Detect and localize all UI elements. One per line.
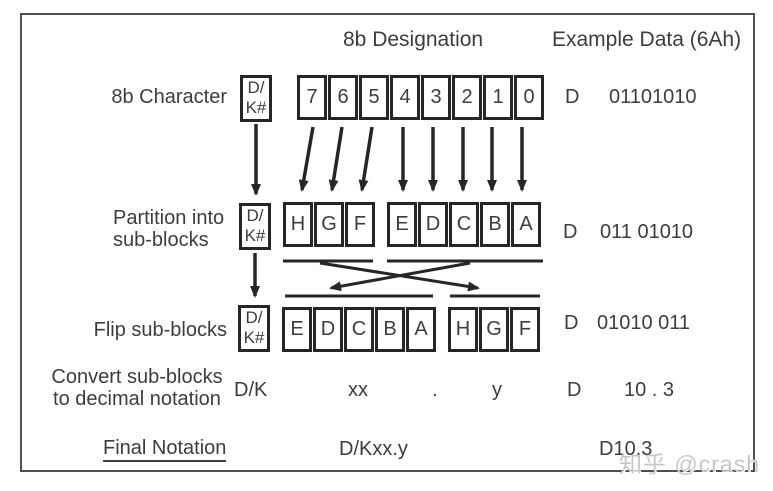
subblock-cell: C xyxy=(344,307,374,352)
row2-label-line2: sub-blocks xyxy=(113,229,209,251)
row1-example-prefix: D xyxy=(565,86,580,108)
bit-cell: 2 xyxy=(452,75,482,120)
subblock-cell: H xyxy=(448,307,478,352)
row2-example-value: 011 01010 xyxy=(600,221,694,243)
subblock-cell: C xyxy=(449,202,479,247)
subblock-cell: B xyxy=(375,307,405,352)
row4-dot-text: . xyxy=(432,379,438,401)
subblock-cell: E xyxy=(387,202,417,247)
row2-right-subblock: E D C B A xyxy=(387,202,541,247)
bit-cell: 5 xyxy=(359,75,389,120)
row3-example-prefix: D xyxy=(564,312,579,334)
row1-dk-line1: D/ xyxy=(247,78,265,97)
row3-label: Flip sub-blocks xyxy=(93,319,227,341)
final-notation-underline: Final Notation xyxy=(103,437,227,462)
subblock-cell: A xyxy=(511,202,541,247)
row4-xx-text: xx xyxy=(348,379,368,401)
row3-left-subblock: E D C B A xyxy=(282,307,436,352)
subblock-cell: F xyxy=(345,202,375,247)
row3-dk-box: D/ K# xyxy=(238,305,270,352)
subblock-cell: F xyxy=(510,307,540,352)
row2-example-prefix: D xyxy=(563,221,578,243)
bit-cell: 0 xyxy=(514,75,544,120)
subblock-cell: A xyxy=(406,307,436,352)
zhihu-watermark: 知乎 @crash xyxy=(619,451,760,477)
row5-notation: D/Kxx.y xyxy=(339,438,408,460)
bit-cell: 6 xyxy=(328,75,358,120)
row1-example-value: 01101010 xyxy=(609,86,697,108)
row2-left-subblock: H G F xyxy=(283,202,375,247)
row3-dk-line1: D/ xyxy=(245,308,263,327)
row2-label-line1: Partition into xyxy=(113,207,225,229)
example-data-header: Example Data (6Ah) xyxy=(552,28,742,51)
row3-dk-line2: K# xyxy=(243,328,265,347)
row1-dk-line2: K# xyxy=(245,98,267,117)
row5-example: D10.3 xyxy=(599,438,653,460)
row4-y-text: y xyxy=(492,379,502,401)
row1-label: 8b Character xyxy=(111,86,227,108)
row1-bit-boxes: 7 6 5 4 3 2 1 0 xyxy=(297,75,544,120)
row4-example-value: 10 . 3 xyxy=(624,379,675,401)
bit-cell: 7 xyxy=(297,75,327,120)
row4-label-line2: to decimal notation xyxy=(53,388,221,410)
row4-dk-text: D/K xyxy=(234,379,268,401)
row2-dk-line1: D/ xyxy=(246,206,264,225)
row2-dk-box: D/ K# xyxy=(239,203,271,250)
row4-label-line1: Convert sub-blocks xyxy=(51,366,223,388)
row5-label: Final Notation xyxy=(103,437,227,462)
subblock-cell: D xyxy=(418,202,448,247)
subblock-cell: E xyxy=(282,307,312,352)
subblock-cell: G xyxy=(479,307,509,352)
bit-cell: 4 xyxy=(390,75,420,120)
subblock-cell: B xyxy=(480,202,510,247)
row1-dk-box: D/ K# xyxy=(240,75,272,122)
row4-example-prefix: D xyxy=(567,379,582,401)
row2-dk-line2: K# xyxy=(244,226,266,245)
row3-right-subblock: H G F xyxy=(448,307,540,352)
bit-cell: 1 xyxy=(483,75,513,120)
subblock-cell: D xyxy=(313,307,343,352)
bit-cell: 3 xyxy=(421,75,451,120)
designation-header: 8b Designation xyxy=(343,28,484,51)
row3-example-value: 01010 011 xyxy=(597,312,691,334)
subblock-cell: G xyxy=(314,202,344,247)
subblock-cell: H xyxy=(283,202,313,247)
